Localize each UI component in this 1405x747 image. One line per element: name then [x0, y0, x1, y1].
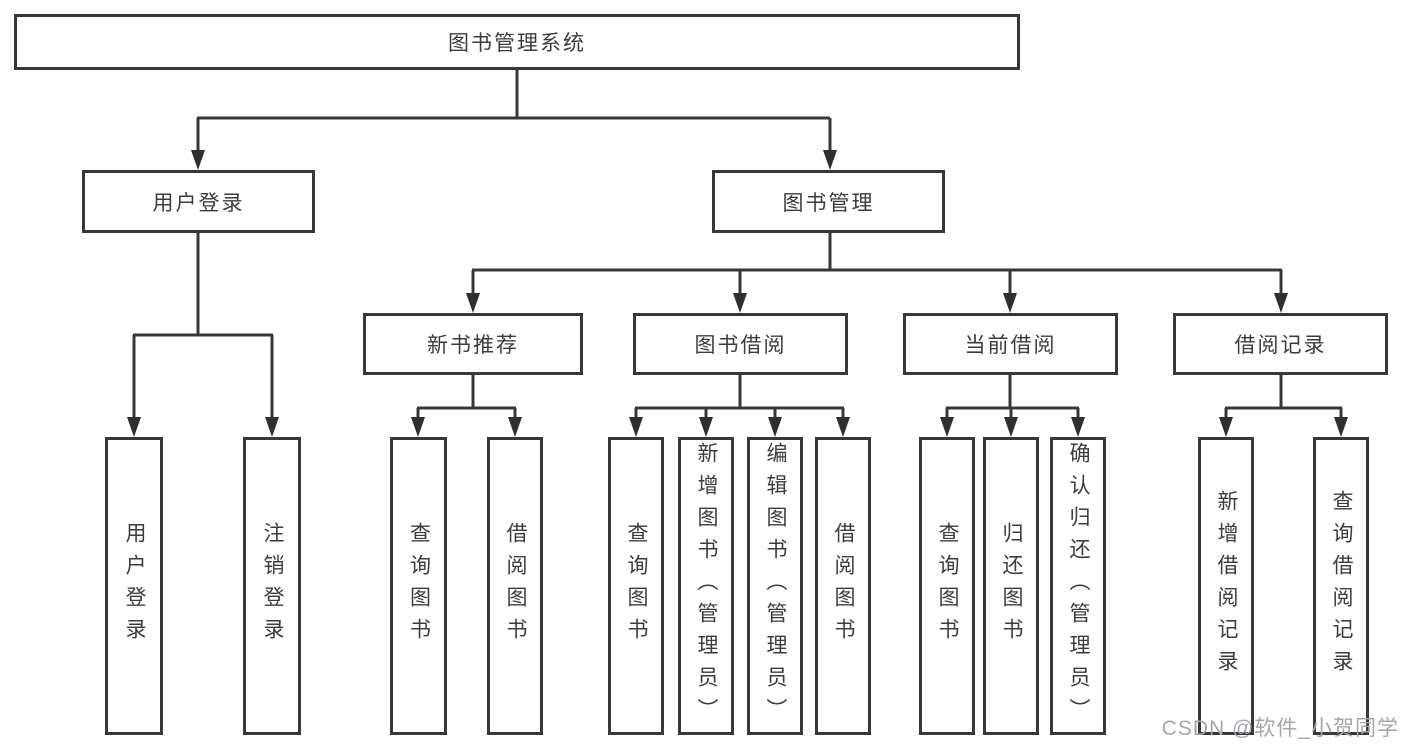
leaf-logout: 注销登录: [243, 437, 301, 735]
node-new-book-recommend: 新书推荐: [363, 313, 583, 375]
arrowhead-group: [127, 150, 1348, 437]
node-borrow-record: 借阅记录: [1173, 313, 1388, 375]
node-book-management: 图书管理: [712, 170, 945, 233]
leaf-return-book: 归还图书: [983, 437, 1039, 735]
leaf-query-borrow-record: 查询借阅记录: [1313, 437, 1369, 735]
leaf-query-books-borrow: 查询图书: [608, 437, 664, 735]
node-library-system-root: 图书管理系统: [14, 14, 1020, 70]
leaf-query-books-current: 查询图书: [919, 437, 975, 735]
node-current-borrow: 当前借阅: [903, 313, 1118, 375]
node-user-login: 用户登录: [82, 170, 315, 233]
csdn-watermark: CSDN @软件_小贺同学: [1161, 717, 1399, 740]
node-book-borrow: 图书借阅: [633, 313, 848, 375]
leaf-add-book-admin: 新增图书（管理员）: [678, 437, 734, 735]
leaf-add-borrow-record: 新增借阅记录: [1198, 437, 1254, 735]
leaf-user-login: 用户登录: [105, 437, 163, 735]
leaf-query-books-recommend: 查询图书: [390, 437, 447, 735]
leaf-edit-book-admin: 编辑图书（管理员）: [747, 437, 803, 735]
leaf-confirm-return-admin: 确认归还（管理员）: [1050, 437, 1106, 735]
leaf-borrow-books: 借阅图书: [815, 437, 871, 735]
leaf-borrow-books-recommend: 借阅图书: [487, 437, 543, 735]
